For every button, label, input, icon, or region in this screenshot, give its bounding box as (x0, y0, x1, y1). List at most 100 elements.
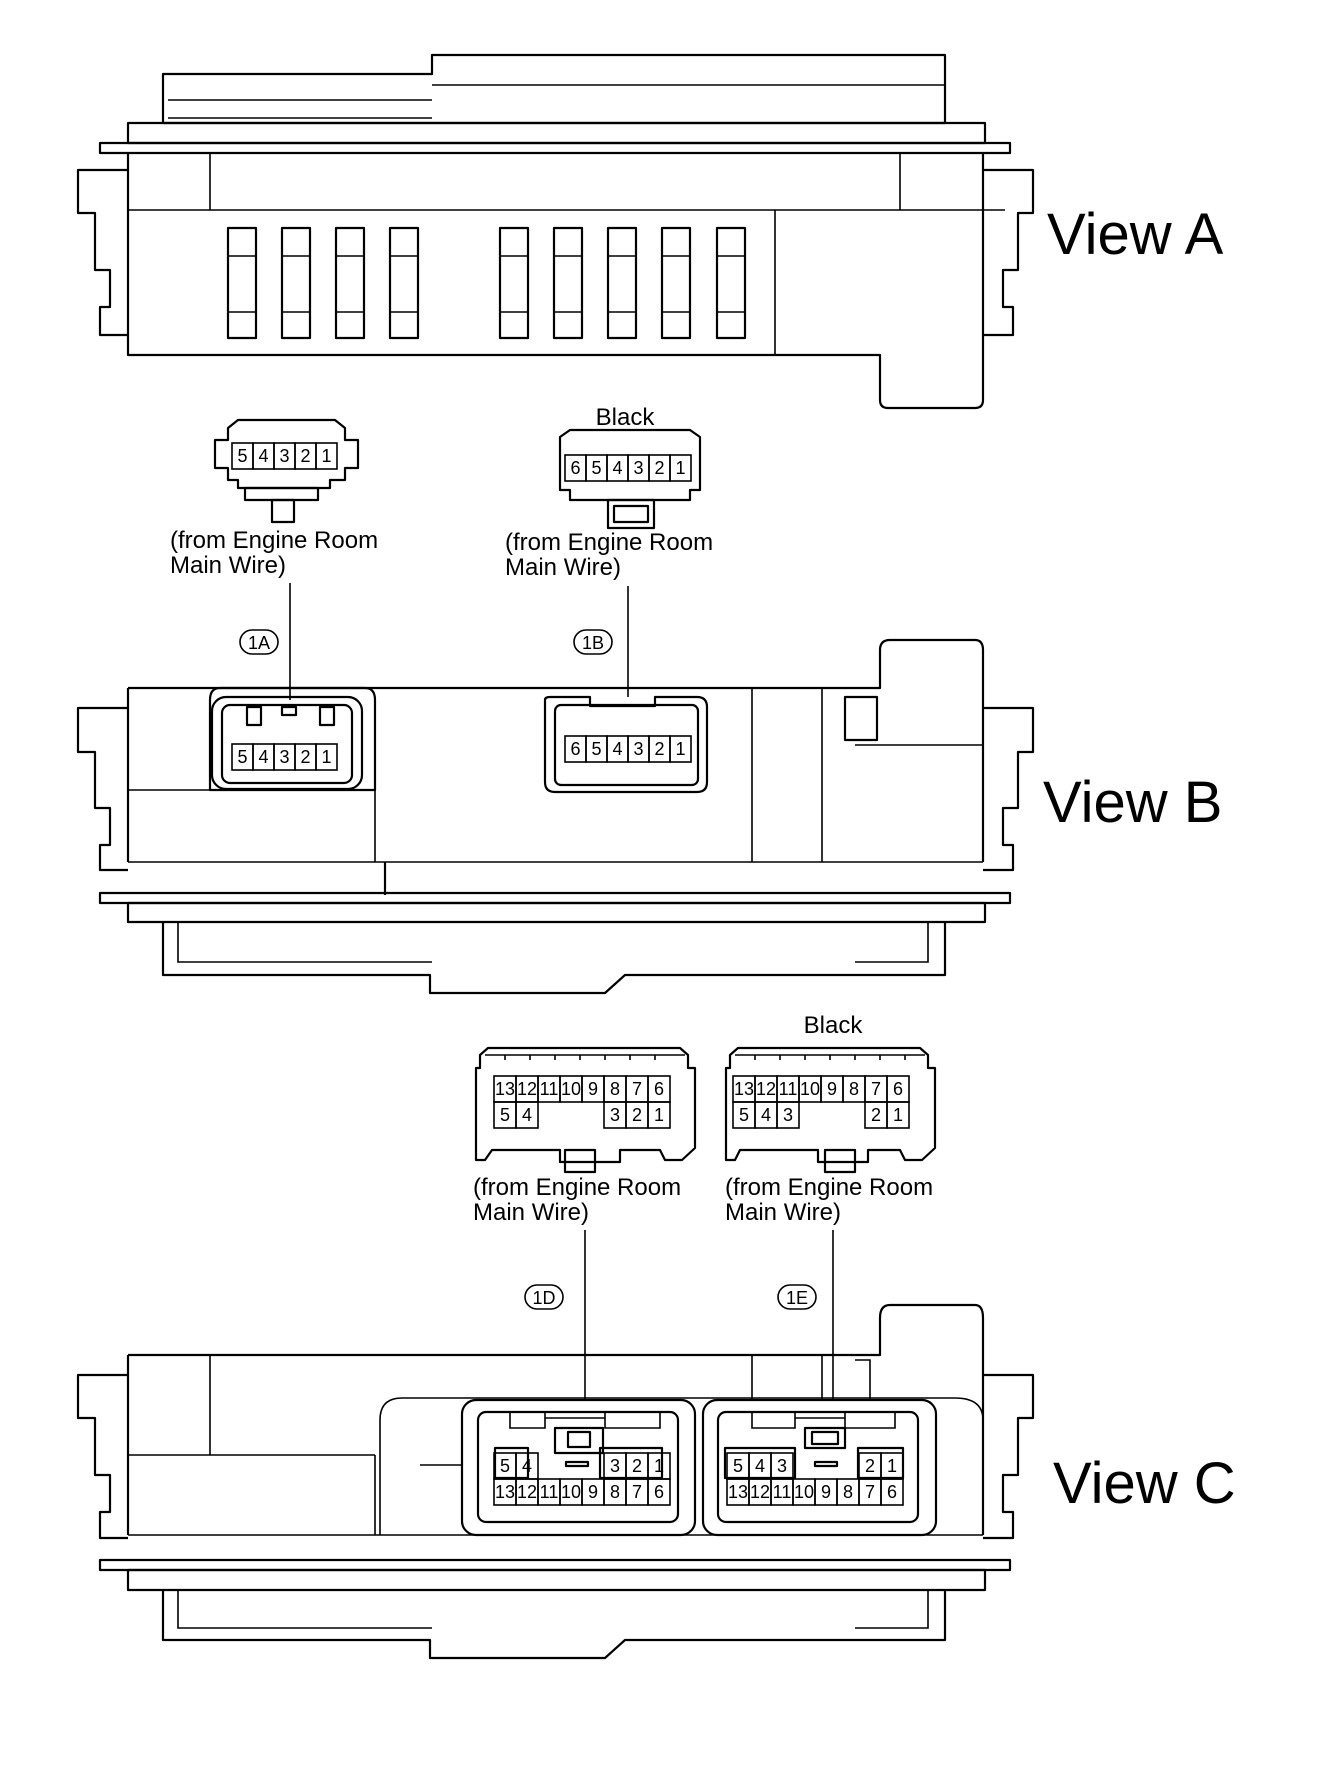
pin-number: 3 (783, 1105, 793, 1125)
pin-number: 10 (561, 1482, 581, 1502)
pin-number: 11 (540, 1079, 559, 1099)
pin-number: 1 (654, 1105, 664, 1125)
pin-number: 4 (522, 1456, 532, 1476)
pin-number: 2 (632, 1456, 642, 1476)
pin-number: 12 (756, 1079, 776, 1099)
pin-number: 5 (591, 458, 601, 478)
pin-number: 6 (893, 1079, 903, 1099)
pin-number: 3 (279, 747, 289, 767)
connector-1d-source-line1: (from Engine Room (473, 1174, 681, 1201)
pin-number: 5 (500, 1456, 510, 1476)
pin-number: 2 (871, 1105, 881, 1125)
fuse-slot (552, 226, 584, 340)
pin-number: 3 (279, 446, 289, 466)
pin-number: 13 (734, 1079, 754, 1099)
pin-number: 1 (675, 739, 685, 759)
view-b-housing (76, 638, 1035, 995)
view-a-fuse-slots (226, 226, 747, 340)
fuse-slot (498, 226, 530, 340)
fuse-slot (280, 226, 312, 340)
tag-1b: 1B (573, 629, 613, 655)
pin-number: 12 (517, 1482, 537, 1502)
pin-cell (515, 1101, 539, 1129)
pin-number: 8 (843, 1482, 853, 1502)
pin-number: 2 (654, 739, 664, 759)
connector-1a-source-line1: (from Engine Room (170, 527, 378, 554)
pin-number: 3 (633, 739, 643, 759)
tag-1a: 1A (239, 629, 279, 655)
pin-number: 8 (849, 1079, 859, 1099)
pin-number: 8 (610, 1079, 620, 1099)
fuse-slot (334, 226, 366, 340)
pin-number: 1 (675, 458, 685, 478)
view-a-housing (76, 53, 1035, 410)
pin-cell (315, 743, 338, 771)
pin-cell (647, 1101, 671, 1129)
pin-number: 5 (591, 739, 601, 759)
fuse-slot (388, 226, 420, 340)
tag-1e: 1E (777, 1284, 817, 1310)
pin-number: 9 (588, 1079, 598, 1099)
pin-number: 4 (761, 1105, 771, 1125)
pin-number: 4 (258, 446, 268, 466)
pin-number: 3 (610, 1105, 620, 1125)
pin-number: 13 (495, 1482, 515, 1502)
pin-number: 2 (865, 1456, 875, 1476)
pin-number: 5 (500, 1105, 510, 1125)
pin-number: 1 (893, 1105, 903, 1125)
connector-1b-source-line2: Main Wire) (505, 554, 621, 581)
pin-number: 9 (827, 1079, 837, 1099)
pin-number: 6 (887, 1482, 897, 1502)
pin-number: 7 (632, 1079, 642, 1099)
fuse-slot (715, 226, 747, 340)
pin-number: 4 (612, 739, 622, 759)
svg-text:1B: 1B (582, 633, 604, 653)
pin-number: 11 (779, 1079, 798, 1099)
view-c-label: View C (1053, 1451, 1236, 1516)
connector-1a-source-line2: Main Wire) (170, 552, 286, 579)
pin-number: 1 (321, 747, 331, 767)
pin-number: 1 (321, 446, 331, 466)
pin-number: 13 (728, 1482, 748, 1502)
pin-number: 10 (561, 1079, 581, 1099)
pin-number: 8 (610, 1482, 620, 1502)
pin-cell (315, 442, 338, 470)
connector-1e-source-line1: (from Engine Room (725, 1174, 933, 1201)
pin-number: 6 (570, 458, 580, 478)
svg-text:1A: 1A (248, 633, 270, 653)
pin-number: 1 (654, 1456, 664, 1476)
pin-number: 3 (633, 458, 643, 478)
connector-1d-source-line2: Main Wire) (473, 1199, 589, 1226)
pin-number: 3 (777, 1456, 787, 1476)
pin-number: 5 (237, 747, 247, 767)
pin-number: 5 (733, 1456, 743, 1476)
pin-number: 10 (800, 1079, 820, 1099)
pin-number: 4 (522, 1105, 532, 1125)
pin-cell (669, 735, 692, 763)
svg-text:1D: 1D (532, 1288, 555, 1308)
pin-cell (776, 1101, 800, 1129)
pin-number: 5 (237, 446, 247, 466)
view-c-housing (76, 1303, 1035, 1660)
pin-number: 11 (773, 1482, 792, 1502)
pin-number: 2 (300, 446, 310, 466)
view-a-label: View A (1047, 202, 1224, 267)
pin-number: 11 (540, 1482, 559, 1502)
pin-number: 13 (495, 1079, 515, 1099)
pin-cell (886, 1101, 910, 1129)
svg-text:1E: 1E (786, 1288, 808, 1308)
pin-number: 4 (612, 458, 622, 478)
pin-cell (647, 1478, 671, 1506)
pin-number: 7 (865, 1482, 875, 1502)
connector-1b-source-line1: (from Engine Room (505, 529, 713, 556)
fuse-slot (226, 226, 258, 340)
pin-number: 1 (887, 1456, 897, 1476)
pin-number: 6 (570, 739, 580, 759)
